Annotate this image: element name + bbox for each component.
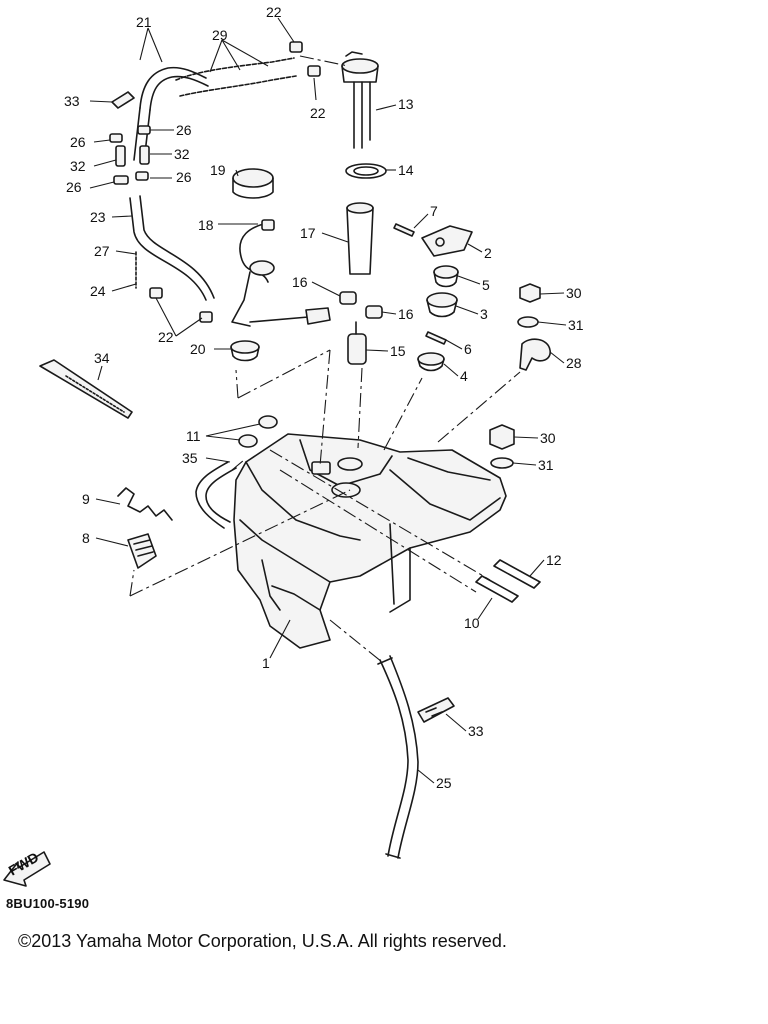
callout-label: 24 (90, 283, 106, 299)
callout-labels: 21 29 22 33 22 13 26 26 32 32 26 26 19 1… (64, 4, 584, 791)
parts-10-12-bolts (475, 559, 541, 603)
callout-label: 3 (480, 306, 488, 322)
part-8-cover (127, 533, 157, 569)
callout-label: 26 (70, 134, 86, 150)
callout-label: 28 (566, 355, 582, 371)
fwd-arrow-icon: FWD (3, 849, 51, 887)
part-17-filler-tube (346, 202, 374, 275)
part-9-spring-clip (117, 487, 173, 521)
parts-30-31-nuts-washers (489, 283, 541, 469)
part-33-fastener-upper (111, 91, 135, 109)
callout-label: 13 (398, 96, 414, 112)
callout-label: 22 (266, 4, 282, 20)
part-16-clips (339, 291, 383, 319)
part-5-damper (433, 265, 459, 288)
part-29-hose-protectors (175, 57, 297, 97)
part-11-dampers (238, 415, 278, 448)
callout-label: 26 (176, 169, 192, 185)
callout-label: 26 (176, 122, 192, 138)
callout-label: 32 (174, 146, 190, 162)
callout-label: 31 (538, 457, 554, 473)
callout-label: 16 (398, 306, 414, 322)
part-28-bracket (519, 338, 551, 371)
part-22-clips-top (289, 41, 321, 77)
part-19-grommet (232, 168, 274, 199)
callout-label: 30 (566, 285, 582, 301)
copyright-notice: ©2013 Yamaha Motor Corporation, U.S.A. A… (18, 931, 507, 951)
fuel-tank-exploded-view: FWD 21 29 22 33 22 13 26 26 32 32 26 26 … (3, 4, 584, 887)
callout-label: 22 (310, 105, 326, 121)
callout-label: 11 (186, 428, 201, 444)
callout-label: 10 (464, 615, 480, 631)
part-4-grommet (417, 352, 445, 372)
part-33-fastener-lower (417, 697, 455, 723)
callout-label: 33 (64, 93, 80, 109)
assembly-lines (129, 55, 521, 663)
callout-label: 8 (82, 530, 90, 546)
parts-23-24-27-vent-hose (129, 195, 215, 323)
callout-label: 35 (182, 450, 198, 466)
callout-label: 15 (390, 343, 406, 359)
callout-label: 21 (136, 14, 152, 30)
part-6-pin (425, 331, 447, 345)
leader-lines (89, 17, 567, 784)
callout-label: 34 (94, 350, 110, 366)
part-25-drain-hose (377, 655, 419, 859)
callout-label: 33 (468, 723, 484, 739)
callout-label: 30 (540, 430, 556, 446)
callout-label: 23 (90, 209, 106, 225)
callout-label: 19 (210, 162, 226, 178)
callout-label: 27 (94, 243, 110, 259)
callout-label: 6 (464, 341, 472, 357)
callout-label: 16 (292, 274, 308, 290)
callout-label: 25 (436, 775, 452, 791)
callout-label: 29 (212, 27, 228, 43)
part-13-fuel-sender (341, 51, 379, 149)
callout-label: 20 (190, 341, 206, 357)
callout-label: 12 (546, 552, 562, 568)
part-2-bracket (421, 225, 473, 257)
part-20-grommet (230, 340, 260, 362)
parts-26-32-clips (109, 125, 151, 185)
part-7-pin (393, 223, 415, 237)
part-34-cable-tie (39, 359, 133, 419)
part-18-fuel-pump (231, 219, 331, 327)
callout-label: 32 (70, 158, 86, 174)
callout-label: 22 (158, 329, 174, 345)
callout-label: 31 (568, 317, 584, 333)
part-15-fuel-cock (347, 321, 367, 365)
callout-label: 17 (300, 225, 316, 241)
part-14-gasket (345, 163, 387, 179)
callout-label: 4 (460, 368, 468, 384)
part-1-fuel-tank (233, 433, 507, 649)
part-3-damper (426, 292, 458, 318)
part-35-hose (195, 461, 237, 529)
callout-label: 1 (262, 655, 270, 671)
drawing-code: 8BU100-5190 (6, 896, 90, 911)
callout-label: 5 (482, 277, 490, 293)
callout-label: 18 (198, 217, 214, 233)
callout-label: 9 (82, 491, 90, 507)
callout-label: 7 (430, 203, 438, 219)
callout-label: 14 (398, 162, 414, 178)
callout-label: 2 (484, 245, 492, 261)
callout-label: 26 (66, 179, 82, 195)
